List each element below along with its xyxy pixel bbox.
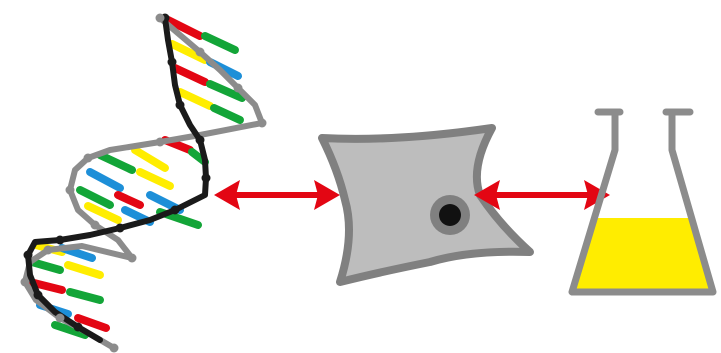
bidirectional-arrow-dna-cell	[214, 180, 340, 210]
dna-backbone-node	[168, 58, 177, 67]
dna-base-pair	[175, 68, 205, 82]
dna-backbone-node	[91, 221, 100, 230]
dna-backbone-node	[156, 14, 165, 23]
dna-backbone-node	[21, 278, 30, 287]
dna-base-pair	[205, 36, 235, 50]
dna-backbone-node	[234, 84, 243, 93]
cell-nucleus	[439, 204, 461, 226]
dna-base-pair	[214, 108, 240, 120]
dna-backbone-node	[202, 174, 211, 183]
dna-base-pair	[180, 92, 210, 106]
dna-backbone-node	[258, 119, 267, 128]
dna-backbone-node	[44, 246, 53, 255]
dna-backbone-node	[176, 101, 185, 110]
dna-base-pair	[140, 172, 170, 186]
dna-base-pair	[68, 265, 100, 275]
dna-base-pair	[135, 150, 165, 168]
dna-backbone-node	[128, 254, 137, 263]
bidirectional-arrow-cell-flask	[474, 180, 610, 210]
dna-backbone-node	[156, 138, 165, 147]
dna-backbone-node	[196, 136, 205, 145]
dna-backbone-node	[34, 291, 43, 300]
dna-backbone-node	[84, 154, 93, 163]
dna-backbone-node	[196, 48, 205, 57]
dna-backbone-node	[56, 236, 65, 245]
dna-base-pair	[32, 262, 60, 270]
dna-backbone-node	[56, 314, 65, 323]
dna-backbone-node	[171, 206, 180, 215]
dna-backbone-node	[24, 251, 33, 260]
dna-base-pair	[80, 190, 110, 205]
dna-backbone-node	[66, 186, 75, 195]
cell-body	[322, 128, 530, 282]
dna-base-pair	[70, 292, 100, 300]
dna-base-pair	[90, 172, 120, 188]
dna-double-helix-icon	[21, 14, 267, 353]
cell-icon	[322, 128, 530, 282]
dna-backbone-node	[116, 224, 125, 233]
dna-base-pair	[118, 195, 140, 205]
dna-backbone-node	[74, 323, 83, 332]
dna-backbone-node	[110, 344, 119, 353]
dna-backbone-nodes	[21, 14, 267, 353]
dna-base-pair	[100, 155, 132, 170]
dna-base-pair	[88, 206, 118, 220]
